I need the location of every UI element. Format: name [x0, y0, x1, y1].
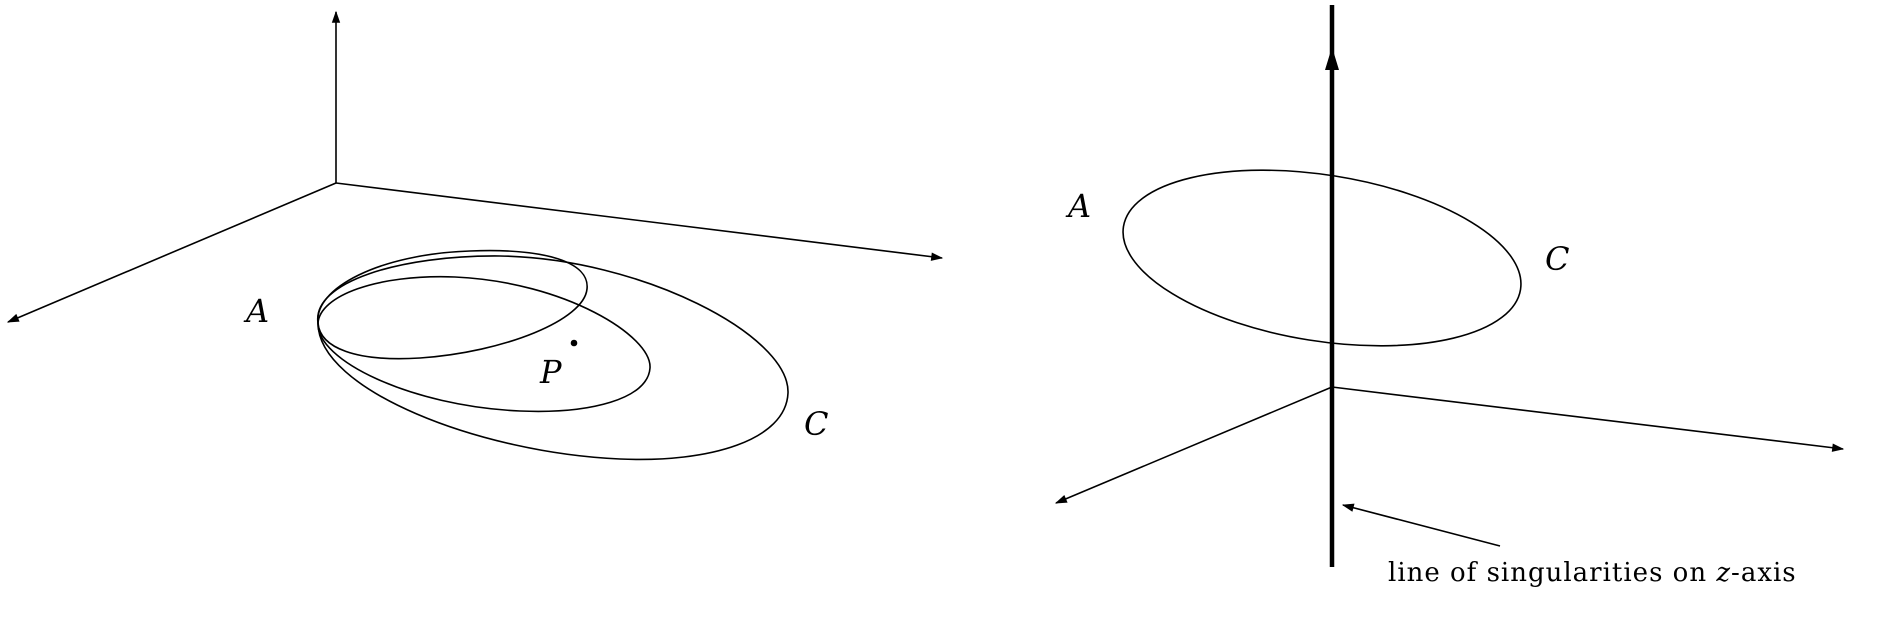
singularity-caption: line of singularities on z-axis — [1388, 558, 1797, 588]
left-x-axis — [6, 182, 337, 323]
label-c-left: C — [804, 405, 828, 443]
caption-text-before: line of singularities on — [1388, 558, 1716, 588]
caption-text-after: -axis — [1731, 558, 1797, 588]
right-diagram: A C line of singularities on z-axis — [1054, 5, 1845, 588]
point-p-dot — [570, 339, 578, 347]
right-closed-curve — [1122, 169, 1522, 347]
left-axes — [6, 10, 944, 323]
label-a-right: A — [1065, 187, 1091, 225]
right-z-axis-arrowhead — [1325, 47, 1339, 70]
left-curve-large — [317, 255, 789, 461]
label-a-left: A — [243, 292, 269, 330]
caption-variable: z — [1715, 558, 1731, 588]
right-x-axis — [1054, 386, 1333, 504]
left-curve-medium — [317, 275, 651, 413]
right-y-axis — [1331, 386, 1845, 452]
left-diagram: A P C — [6, 10, 944, 461]
label-p: P — [539, 353, 562, 391]
left-curve-family — [317, 249, 789, 461]
right-axes — [1054, 386, 1845, 504]
left-curve-small — [317, 249, 588, 360]
left-y-axis — [335, 182, 944, 261]
label-c-right: C — [1545, 240, 1569, 278]
singularity-pointer-arrow — [1341, 503, 1501, 547]
